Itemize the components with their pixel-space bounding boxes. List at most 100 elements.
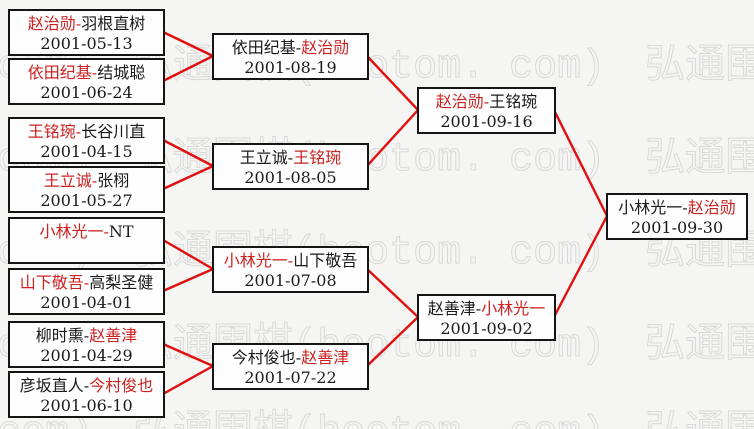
player-name: 张栩 bbox=[97, 171, 130, 190]
match-players: 小林光一-NT bbox=[10, 221, 163, 242]
dash: - bbox=[75, 122, 82, 141]
player-name: 小林光一 bbox=[223, 251, 288, 270]
player-name: 今村俊也 bbox=[231, 348, 296, 367]
match-players: 王立诚-王铭琬 bbox=[214, 147, 367, 168]
player-name: 羽根直树 bbox=[81, 14, 146, 33]
dash: - bbox=[103, 222, 109, 241]
match-players: 小林光一-赵治勋 bbox=[608, 197, 746, 218]
match-date: 2001-06-10 bbox=[40, 396, 133, 415]
match-players: 王铭琬-长谷川直 bbox=[10, 121, 163, 142]
player-name: 王铭琬 bbox=[489, 92, 538, 111]
match-date: 2001-06-24 bbox=[40, 83, 133, 102]
connector-line bbox=[366, 109, 419, 167]
connector-line bbox=[366, 316, 419, 367]
match-date: 2001-09-02 bbox=[440, 319, 533, 338]
player-name: 依田纪基 bbox=[231, 38, 296, 57]
player-name: 结城聪 bbox=[97, 63, 146, 82]
match-date: 2001-05-13 bbox=[40, 34, 133, 53]
dash: - bbox=[83, 376, 90, 395]
match-players: 小林光一-山下敬吾 bbox=[214, 250, 367, 271]
player-name: 赵治勋 bbox=[27, 14, 76, 33]
match-date: 2001-07-08 bbox=[244, 271, 337, 290]
match-players: 柳时熏-赵善津 bbox=[10, 325, 163, 346]
connector-line bbox=[162, 342, 214, 368]
dash: - bbox=[75, 14, 82, 33]
player-name: 长谷川直 bbox=[81, 122, 146, 141]
player-name: 柳时熏 bbox=[35, 326, 84, 345]
match-box-r1-m2: 依田纪基-结城聪 2001-06-24 bbox=[8, 58, 165, 105]
dash: - bbox=[287, 251, 294, 270]
dash: - bbox=[475, 299, 482, 318]
player-name: 赵治勋 bbox=[435, 92, 484, 111]
match-players: 赵善津-小林光一 bbox=[419, 298, 554, 319]
player-name: 彦坂直人 bbox=[19, 376, 84, 395]
connector-line bbox=[162, 138, 214, 168]
dash: - bbox=[295, 38, 302, 57]
match-box-r1-m6: 山下敬吾-高梨圣健 2001-04-01 bbox=[8, 268, 165, 315]
player-name: 赵善津 bbox=[301, 348, 350, 367]
player-name: 小林光一 bbox=[39, 222, 104, 241]
match-date: 2001-04-15 bbox=[40, 142, 133, 161]
player-name: 王铭琬 bbox=[293, 148, 342, 167]
dash: - bbox=[83, 273, 90, 292]
match-players: 今村俊也-赵善津 bbox=[214, 347, 367, 368]
match-box-final: 小林光一-赵治勋 2001-09-30 bbox=[606, 193, 748, 240]
match-box-r1-m7: 柳时熏-赵善津 2001-04-29 bbox=[8, 321, 165, 368]
player-name: 今村俊也 bbox=[89, 376, 154, 395]
match-date: 2001-04-01 bbox=[40, 293, 133, 312]
match-date: 2001-07-22 bbox=[244, 368, 337, 387]
connector-line bbox=[162, 267, 214, 293]
match-players: 王立诚-张栩 bbox=[10, 170, 163, 191]
match-players: 赵治勋-羽根直树 bbox=[10, 13, 163, 34]
player-name: 王立诚 bbox=[239, 148, 288, 167]
dash: - bbox=[91, 171, 98, 190]
match-box-sf-m2: 赵善津-小林光一 2001-09-02 bbox=[417, 294, 556, 341]
match-date: 2001-09-16 bbox=[440, 112, 533, 131]
player-name: 赵善津 bbox=[89, 326, 138, 345]
dash: - bbox=[287, 148, 294, 167]
match-players: 山下敬吾-高梨圣健 bbox=[10, 272, 163, 293]
player-name: 小林光一 bbox=[618, 198, 683, 217]
match-box-r2-m4: 今村俊也-赵善津 2001-07-22 bbox=[212, 343, 369, 390]
connector-line bbox=[162, 54, 214, 83]
player-name: 赵治勋 bbox=[687, 198, 736, 217]
dash: - bbox=[91, 63, 98, 82]
match-date: 2001-08-19 bbox=[244, 58, 337, 77]
match-players: 依田纪基-赵治勋 bbox=[214, 37, 367, 58]
connector-line bbox=[162, 30, 214, 58]
dash: - bbox=[295, 348, 302, 367]
player-name: 王铭琬 bbox=[27, 122, 76, 141]
connector-line bbox=[366, 268, 419, 318]
match-date: 2001-05-27 bbox=[40, 191, 133, 210]
dash: - bbox=[483, 92, 490, 111]
match-date: 2001-04-29 bbox=[40, 346, 133, 365]
dash: - bbox=[682, 198, 688, 217]
connector-line bbox=[162, 238, 214, 271]
player-name: 赵善津 bbox=[427, 299, 476, 318]
match-box-r1-m3: 王铭琬-长谷川直 2001-04-15 bbox=[8, 117, 165, 164]
match-box-sf-m1: 赵治勋-王铭琬 2001-09-16 bbox=[417, 87, 556, 134]
player-name: 小林光一 bbox=[481, 299, 546, 318]
connector-line bbox=[552, 109, 609, 217]
player-name: 高梨圣健 bbox=[89, 273, 154, 292]
player-name: 依田纪基 bbox=[27, 63, 92, 82]
match-box-r2-m3: 小林光一-山下敬吾 2001-07-08 bbox=[212, 246, 369, 293]
match-box-r2-m1: 依田纪基-赵治勋 2001-08-19 bbox=[212, 33, 369, 80]
match-date: 2001-08-05 bbox=[244, 168, 337, 187]
player-name: 山下敬吾 bbox=[293, 251, 358, 270]
player-name: NT bbox=[108, 222, 134, 241]
connector-line bbox=[162, 364, 214, 396]
match-box-r1-m5: 小林光一-NT bbox=[8, 217, 165, 264]
dash: - bbox=[83, 326, 90, 345]
player-name: 赵治勋 bbox=[301, 38, 350, 57]
connector-line bbox=[162, 164, 214, 191]
match-box-r2-m2: 王立诚-王铭琬 2001-08-05 bbox=[212, 143, 369, 190]
player-name: 王立诚 bbox=[43, 171, 92, 190]
player-name: 山下敬吾 bbox=[19, 273, 84, 292]
match-players: 赵治勋-王铭琬 bbox=[419, 91, 554, 112]
match-players: 彦坂直人-今村俊也 bbox=[10, 375, 163, 396]
connector-line bbox=[552, 215, 609, 318]
match-box-r1-m4: 王立诚-张栩 2001-05-27 bbox=[8, 166, 165, 213]
